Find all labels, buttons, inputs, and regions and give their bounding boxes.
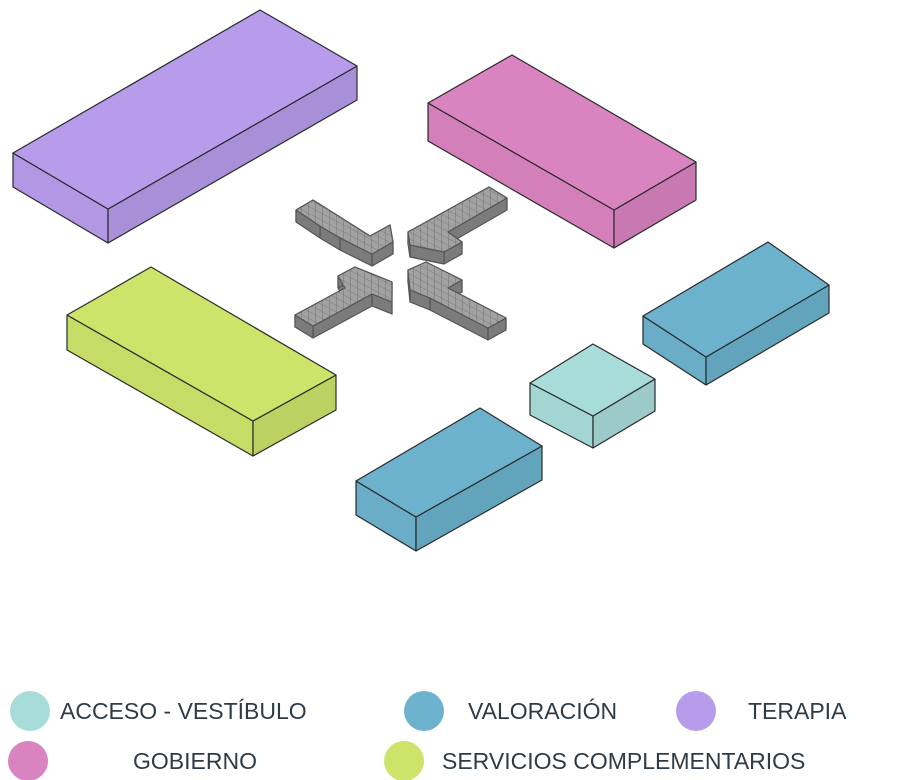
block-terapia-top-face [12, 9, 358, 210]
legend-label-terapia: TERAPIA [748, 697, 847, 724]
legend-label-gobierno: GOBIERNO [133, 747, 257, 774]
legend-swatch-servicios [384, 741, 424, 780]
block-gobierno-top-face [427, 54, 697, 211]
core-arm-northwest [295, 199, 394, 267]
block-valoracion-1 [642, 241, 830, 386]
isometric-blocks [12, 9, 830, 552]
legend-item-valoracion: VALORACIÓN [404, 691, 617, 731]
legend-swatch-terapia [676, 691, 716, 731]
block-valoracion-2-top-face [355, 407, 543, 518]
block-acceso-top-face [529, 343, 656, 417]
central-circulation-core [294, 186, 508, 341]
block-valoracion-1-top-face [642, 241, 830, 358]
legend-item-acceso: ACCESO - VESTÍBULO [10, 691, 307, 731]
core-arm-southwest [294, 266, 393, 339]
legend-label-acceso: ACCESO - VESTÍBULO [60, 697, 307, 724]
block-acceso [529, 343, 656, 449]
legend-item-terapia: TERAPIA [676, 691, 846, 731]
core-arm-southeast [407, 261, 507, 341]
block-servicios [66, 266, 337, 457]
legend-swatch-valoracion [404, 691, 444, 731]
legend-item-servicios: SERVICIOS COMPLEMENTARIOS [384, 741, 805, 780]
legend-label-servicios: SERVICIOS COMPLEMENTARIOS [442, 747, 806, 774]
block-gobierno [427, 54, 697, 249]
block-terapia [12, 9, 358, 244]
core-arm-northeast [407, 186, 508, 265]
legend-item-gobierno: GOBIERNO [8, 741, 257, 780]
block-valoracion-2 [355, 407, 543, 552]
legend-swatch-gobierno [8, 741, 48, 780]
legend-label-valoracion: VALORACIÓN [468, 697, 618, 724]
block-servicios-top-face [66, 266, 337, 422]
legend-swatch-acceso [10, 691, 50, 731]
